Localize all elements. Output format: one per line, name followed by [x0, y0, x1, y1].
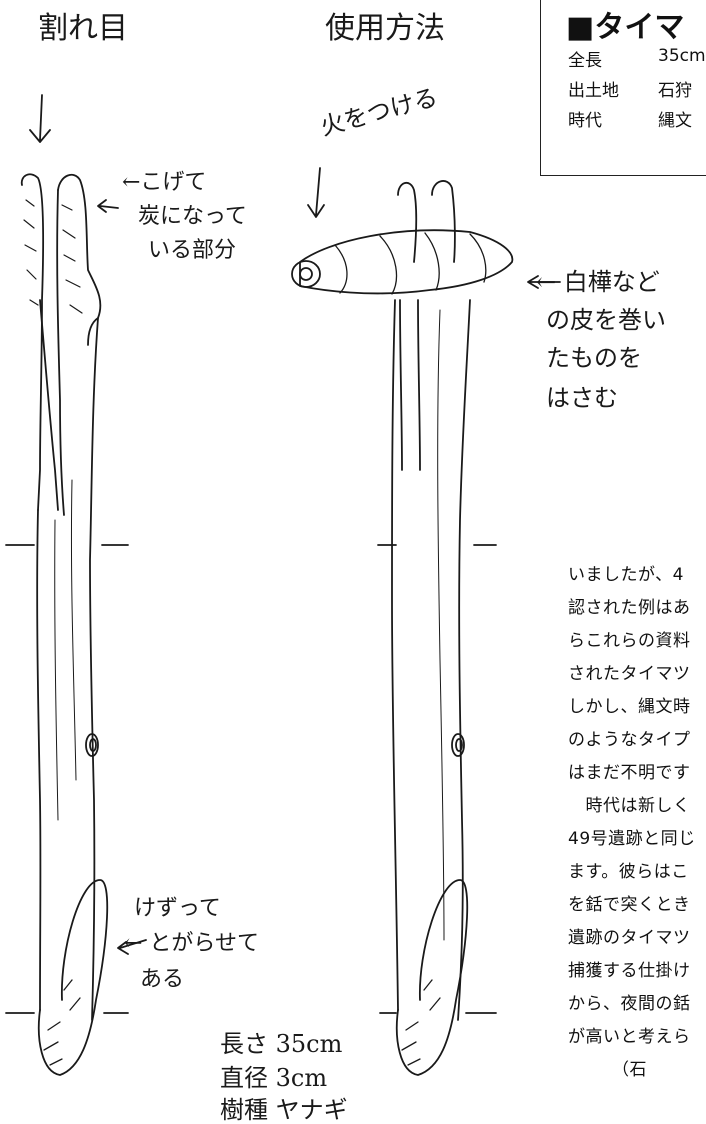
right-title: 使用方法: [325, 11, 445, 46]
paragraph-line: 認された例はあ: [568, 598, 691, 618]
paragraph-line: されたタイマツ: [568, 664, 691, 684]
paragraph-line: （石: [568, 1060, 647, 1080]
paragraph-line: 49号遺跡と同じ: [568, 829, 696, 849]
info-box: [540, 0, 706, 176]
paragraph-line: いましたが、4: [568, 565, 684, 585]
point-note-line3: ある: [140, 967, 185, 992]
paragraph-line: が高いと考えら: [568, 1027, 691, 1047]
info-row-key: 出土地: [568, 81, 619, 101]
right-torch-drawing: [291, 167, 561, 1076]
dims-length: 長さ 35cm: [220, 1030, 343, 1058]
bark-note-line2: の皮を巻い: [546, 306, 666, 334]
paragraph-line: から、夜間の銛: [568, 994, 691, 1014]
info-row-key: 時代: [568, 111, 602, 131]
info-row-value: 縄文: [658, 111, 692, 131]
dims-diameter: 直径 3cm: [220, 1064, 328, 1092]
paragraph-line: はまだ不明です: [568, 763, 691, 783]
bark-note-line3: たものを: [546, 344, 642, 372]
paragraph-line: 時代は新しく: [568, 796, 691, 816]
paragraph-line: 遺跡のタイマツ: [568, 928, 691, 948]
paragraph-line: ます。彼らはこ: [568, 862, 689, 882]
charred-note-line3: いる部分: [148, 238, 237, 263]
paragraph-line: 捕獲する仕掛け: [568, 961, 691, 981]
paragraph-line: のようなタイプ: [568, 730, 691, 750]
left-title: 割れ目: [38, 11, 128, 46]
bark-note-line4: はさむ: [546, 384, 618, 412]
charred-note-line1: ←こげて: [122, 170, 207, 195]
charred-note-line2: 炭になって: [138, 204, 247, 229]
point-note-line1: けずって: [134, 896, 221, 921]
info-row-value: 石狩: [658, 81, 692, 101]
paragraph-line: しかし、縄文時: [568, 697, 691, 717]
info-row-value: 35cm: [658, 46, 706, 66]
bark-note-line1: ← 白樺など: [536, 268, 660, 296]
left-torch-drawing: [5, 94, 147, 1076]
info-row-key: 全長: [568, 51, 602, 71]
info-box-title: ■タイマ: [566, 10, 685, 45]
paragraph-line: を銛で突くとき: [568, 895, 691, 915]
paragraph-line: らこれらの資料: [568, 631, 691, 651]
dims-species: 樹種 ヤナギ: [220, 1096, 348, 1124]
point-note-line2: ← とがらせて: [124, 931, 259, 956]
